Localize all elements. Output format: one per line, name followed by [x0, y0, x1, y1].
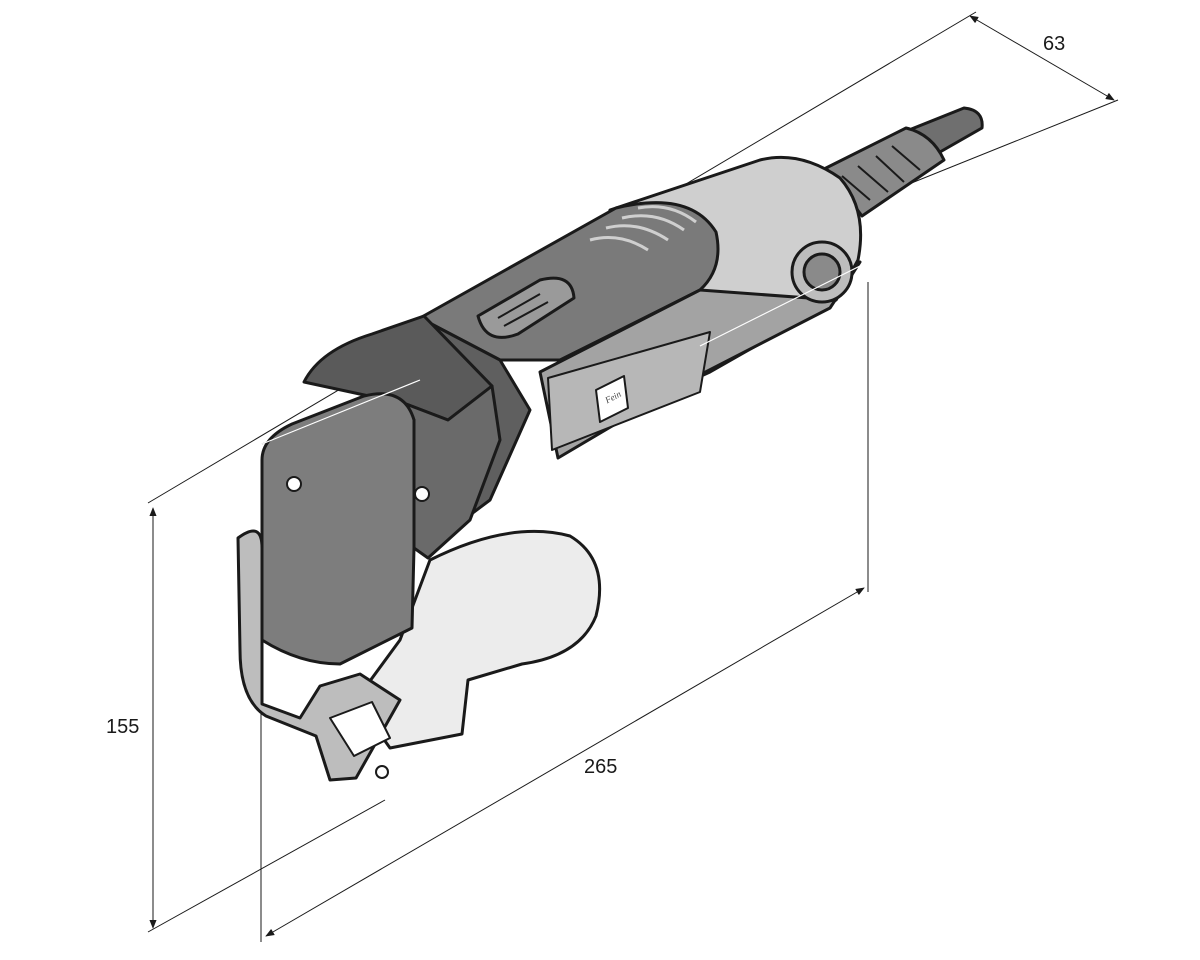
dimension-label-height: 155 [106, 716, 140, 738]
dim-line-63 [969, 15, 1115, 101]
screw-lower [375, 765, 389, 779]
power-cord [824, 106, 984, 218]
dimension-label-width: 63 [1043, 33, 1066, 55]
screw-upper [286, 476, 302, 492]
dimension-label-length: 265 [584, 756, 618, 778]
motor-housing [418, 155, 863, 532]
cutting-head [236, 314, 502, 782]
screw-side [414, 486, 430, 502]
base-plate [354, 529, 602, 750]
power-switch [476, 276, 576, 339]
guide-lines-overlay [261, 265, 861, 445]
extension-line-bottom-left [147, 799, 386, 933]
dim-line-265 [265, 587, 865, 937]
head-front-face [260, 392, 416, 666]
brand-logo [595, 375, 629, 423]
